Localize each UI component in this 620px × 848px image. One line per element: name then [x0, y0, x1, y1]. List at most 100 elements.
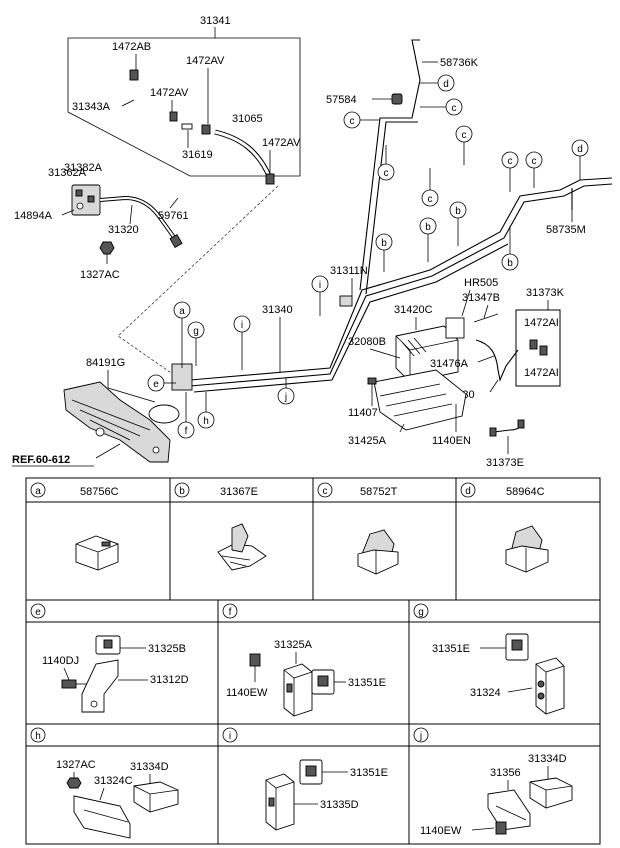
cell-part-number[interactable]: 1327AC — [56, 759, 96, 771]
cell-part-number[interactable]: 58964C — [506, 486, 545, 498]
cell-part-number[interactable]: 31351E — [348, 677, 386, 689]
callout-d[interactable]: d — [577, 144, 583, 155]
part-number[interactable]: HR505 — [464, 277, 498, 289]
callout-i[interactable]: i — [319, 280, 321, 291]
cell-letter[interactable]: e — [35, 607, 41, 618]
bolt-icon — [61, 679, 77, 689]
part-number[interactable]: 1472AV — [262, 137, 301, 149]
part-number[interactable]: 1472AI — [524, 317, 559, 329]
part-number[interactable]: 31382A — [64, 162, 103, 174]
cell-letter[interactable]: h — [35, 731, 41, 742]
firewall-panel — [63, 381, 171, 463]
cell-part-number[interactable]: 31325B — [148, 643, 186, 655]
cell-letter[interactable]: c — [323, 486, 328, 497]
part-number[interactable]: 1327AC — [80, 269, 120, 281]
callout-b[interactable]: b — [507, 258, 513, 269]
callout-h[interactable]: h — [203, 416, 209, 427]
cell-letter[interactable]: g — [418, 607, 424, 618]
callouts: d c c c c c c c d b b b b — [147, 74, 589, 439]
cell-letter[interactable]: d — [465, 486, 471, 497]
cell-part-number[interactable]: 31324 — [470, 687, 501, 699]
cell-letter[interactable]: f — [229, 607, 232, 618]
detail-grid — [25, 477, 601, 845]
cell-part-number[interactable]: 31312D — [150, 674, 189, 686]
part-number[interactable]: 59761 — [158, 210, 189, 222]
callout-b[interactable]: b — [455, 206, 461, 217]
cell-part-number[interactable]: 1140DJ — [42, 655, 79, 667]
callout-a[interactable]: a — [179, 306, 185, 317]
callout-c[interactable]: c — [508, 156, 513, 167]
clamp-icon — [517, 419, 525, 429]
part-number[interactable]: 31343A — [72, 101, 111, 113]
detail-cell-c: c 58752T — [317, 482, 399, 575]
part-number[interactable]: 31065 — [232, 113, 263, 125]
part-number[interactable]: 31340 — [262, 304, 293, 316]
part-number[interactable]: 1472AV — [186, 55, 225, 67]
part-number[interactable]: 58736K — [440, 57, 479, 69]
cell-part-number[interactable]: 58756C — [80, 486, 119, 498]
cell-part-number[interactable]: 1140EW — [420, 825, 462, 837]
cell-part-number[interactable]: 31324C — [94, 775, 133, 787]
part-number[interactable]: 31619 — [182, 149, 213, 161]
part-number[interactable]: 31311N — [330, 265, 368, 277]
cell-part-number[interactable]: 31351E — [432, 643, 470, 655]
detail-cell-d: d 58964C — [460, 482, 549, 573]
clamp-icon — [489, 427, 497, 437]
part-number[interactable]: 31362A — [48, 167, 87, 179]
detail-cell-a: a 58756C — [30, 482, 119, 571]
callout-g[interactable]: g — [193, 326, 199, 337]
cell-part-number[interactable]: 31334D — [130, 761, 169, 773]
part-number[interactable]: 14894A — [14, 210, 53, 222]
clip-icon — [535, 657, 565, 715]
callout-f[interactable]: f — [185, 426, 188, 437]
part-number[interactable]: 1472AV — [150, 87, 189, 99]
cell-part-number[interactable]: 31351E — [350, 767, 388, 779]
cell-part-number[interactable]: 58752T — [360, 486, 398, 498]
part-number[interactable]: 57584 — [326, 94, 357, 106]
connector-icon — [181, 123, 193, 130]
callout-e[interactable]: e — [153, 379, 159, 390]
part-number[interactable]: 1472AI — [524, 367, 559, 379]
clip-icon — [529, 777, 573, 809]
callout-c[interactable]: c — [462, 130, 467, 141]
cell-part-number[interactable]: 31335D — [320, 799, 359, 811]
cell-letter[interactable]: j — [419, 731, 422, 742]
part-number[interactable]: 31425A — [348, 435, 387, 447]
callout-d[interactable]: d — [443, 79, 449, 90]
callout-c[interactable]: c — [532, 156, 537, 167]
callout-b[interactable]: b — [381, 238, 387, 249]
clamp-icon — [265, 173, 275, 185]
callout-j[interactable]: j — [284, 392, 287, 403]
cell-part-number[interactable]: 31356 — [490, 767, 521, 779]
callout-c[interactable]: c — [350, 116, 355, 127]
callout-i[interactable]: i — [241, 320, 243, 331]
part-number[interactable]: 31420C — [394, 304, 433, 316]
part-number[interactable]: 31373E — [486, 457, 524, 469]
part-number[interactable]: 58735M — [546, 224, 586, 236]
cell-part-number[interactable]: 31334D — [528, 753, 567, 765]
part-number[interactable]: 84191G — [86, 357, 125, 369]
callout-c[interactable]: c — [452, 103, 457, 114]
nut-icon — [66, 777, 82, 789]
cell-part-number[interactable]: 1140EW — [226, 687, 268, 699]
cell-letter[interactable]: b — [179, 486, 185, 497]
part-number[interactable]: 31373K — [526, 287, 565, 299]
hose-assembly-group: 31341 1472AB 1472AV 1472AV 31343A 31065 … — [67, 15, 301, 185]
callout-c[interactable]: c — [428, 194, 433, 205]
part-number[interactable]: 31476A — [430, 358, 469, 370]
cell-letter[interactable]: a — [35, 486, 41, 497]
cell-part-number[interactable]: 31325A — [274, 639, 313, 651]
part-number[interactable]: 1472AB — [112, 41, 151, 53]
part-number[interactable]: 1140EN — [432, 435, 471, 447]
part-number[interactable]: 32080B — [348, 336, 386, 348]
reference-label[interactable]: REF.60-612 — [12, 454, 70, 466]
callout-c[interactable]: c — [384, 168, 389, 179]
part-number[interactable]: 11407 — [348, 407, 378, 419]
cell-part-number[interactable]: 31367E — [220, 486, 258, 498]
part-number[interactable]: 31347B — [462, 292, 500, 304]
cell-letter[interactable]: i — [229, 731, 231, 742]
part-number[interactable]: 31341 — [200, 15, 231, 27]
callout-b[interactable]: b — [425, 222, 431, 233]
part-number[interactable]: 31320 — [108, 224, 139, 236]
